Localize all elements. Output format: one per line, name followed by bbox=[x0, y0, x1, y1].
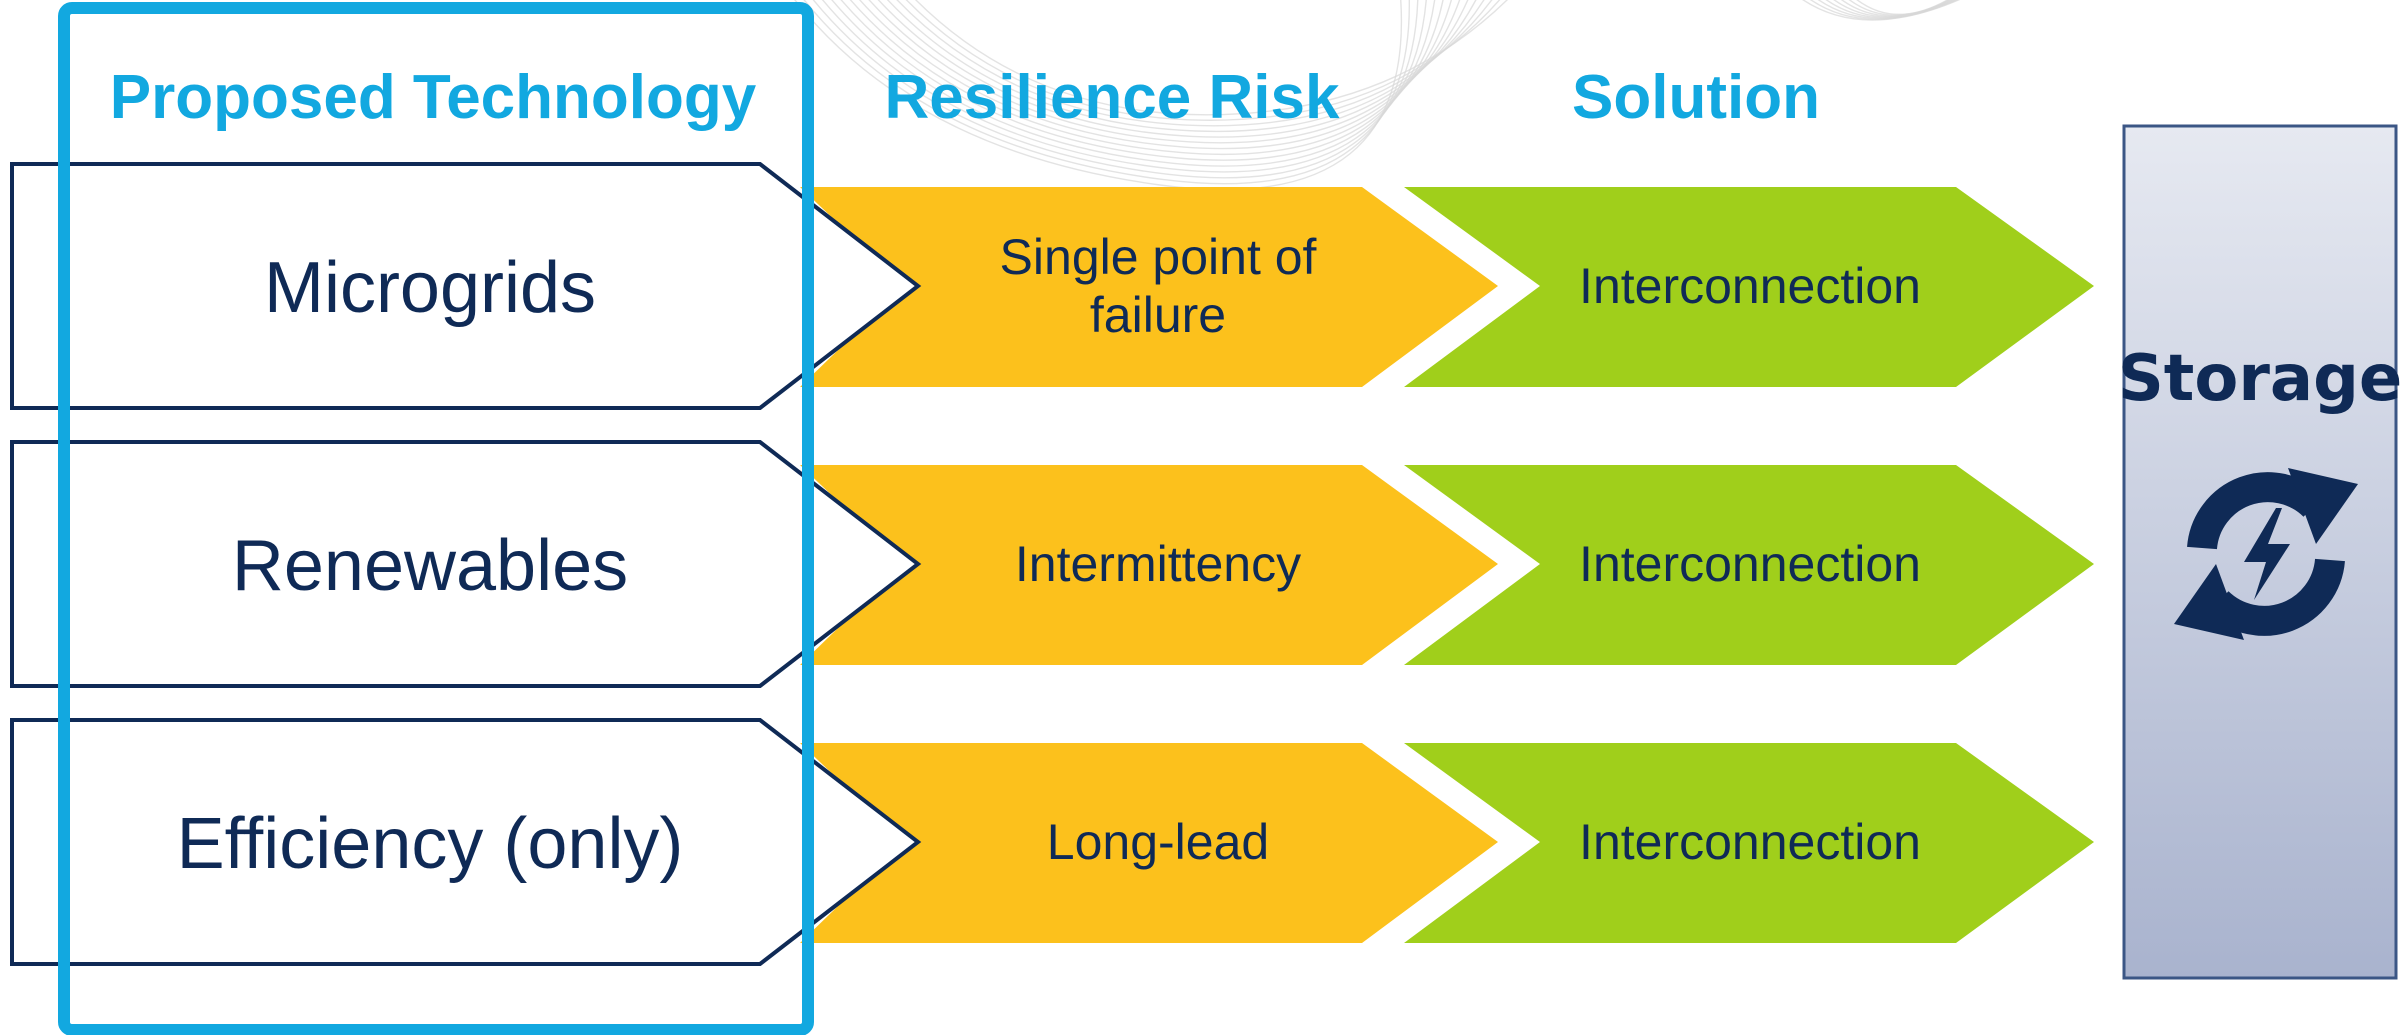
technology-highlight-frame bbox=[58, 2, 814, 1035]
solution-chevron bbox=[1404, 465, 2094, 665]
background-line bbox=[1856, 0, 1949, 16]
background-line bbox=[877, 0, 1477, 138]
background-line bbox=[886, 0, 1485, 133]
storage-panel: Storage bbox=[2118, 124, 2403, 980]
risk-label: Single point of bbox=[1000, 229, 1317, 285]
header-proposed-technology: Proposed Technology bbox=[110, 63, 757, 132]
solution-label: Interconnection bbox=[1579, 258, 1921, 314]
header-solution: Solution bbox=[1572, 63, 1820, 132]
background-line bbox=[905, 0, 1501, 121]
solution-label: Interconnection bbox=[1579, 814, 1921, 870]
solution-chevron bbox=[1404, 743, 2094, 943]
technology-box bbox=[10, 718, 922, 966]
risk-chevron bbox=[800, 743, 1498, 943]
risk-label: Intermittency bbox=[1015, 536, 1301, 592]
header-resilience-risk: Resilience Risk bbox=[885, 63, 1340, 132]
risk-chevron bbox=[800, 465, 1498, 665]
solution-label: Interconnection bbox=[1579, 536, 1921, 592]
background-line-pattern bbox=[794, 0, 1960, 191]
technology-label: Microgrids bbox=[264, 248, 596, 328]
risk-chevron bbox=[800, 187, 1498, 387]
technology-box bbox=[10, 162, 922, 410]
diagram-row: Renewables Intermittency Interconnection bbox=[10, 440, 2094, 688]
storage-title: Storage bbox=[2118, 342, 2403, 416]
diagram-row: Efficiency (only) Long-lead Interconnectio… bbox=[10, 718, 2094, 966]
technology-label: Renewables bbox=[232, 526, 628, 606]
risk-label: Long-lead bbox=[1047, 814, 1269, 870]
technology-label: Efficiency (only) bbox=[177, 804, 684, 884]
technology-box bbox=[10, 440, 922, 688]
solution-chevron bbox=[1404, 187, 2094, 387]
background-line bbox=[915, 0, 1508, 116]
risk-label: failure bbox=[1090, 287, 1226, 343]
background-line bbox=[896, 0, 1493, 127]
storage-cycle-icon bbox=[2174, 468, 2358, 640]
